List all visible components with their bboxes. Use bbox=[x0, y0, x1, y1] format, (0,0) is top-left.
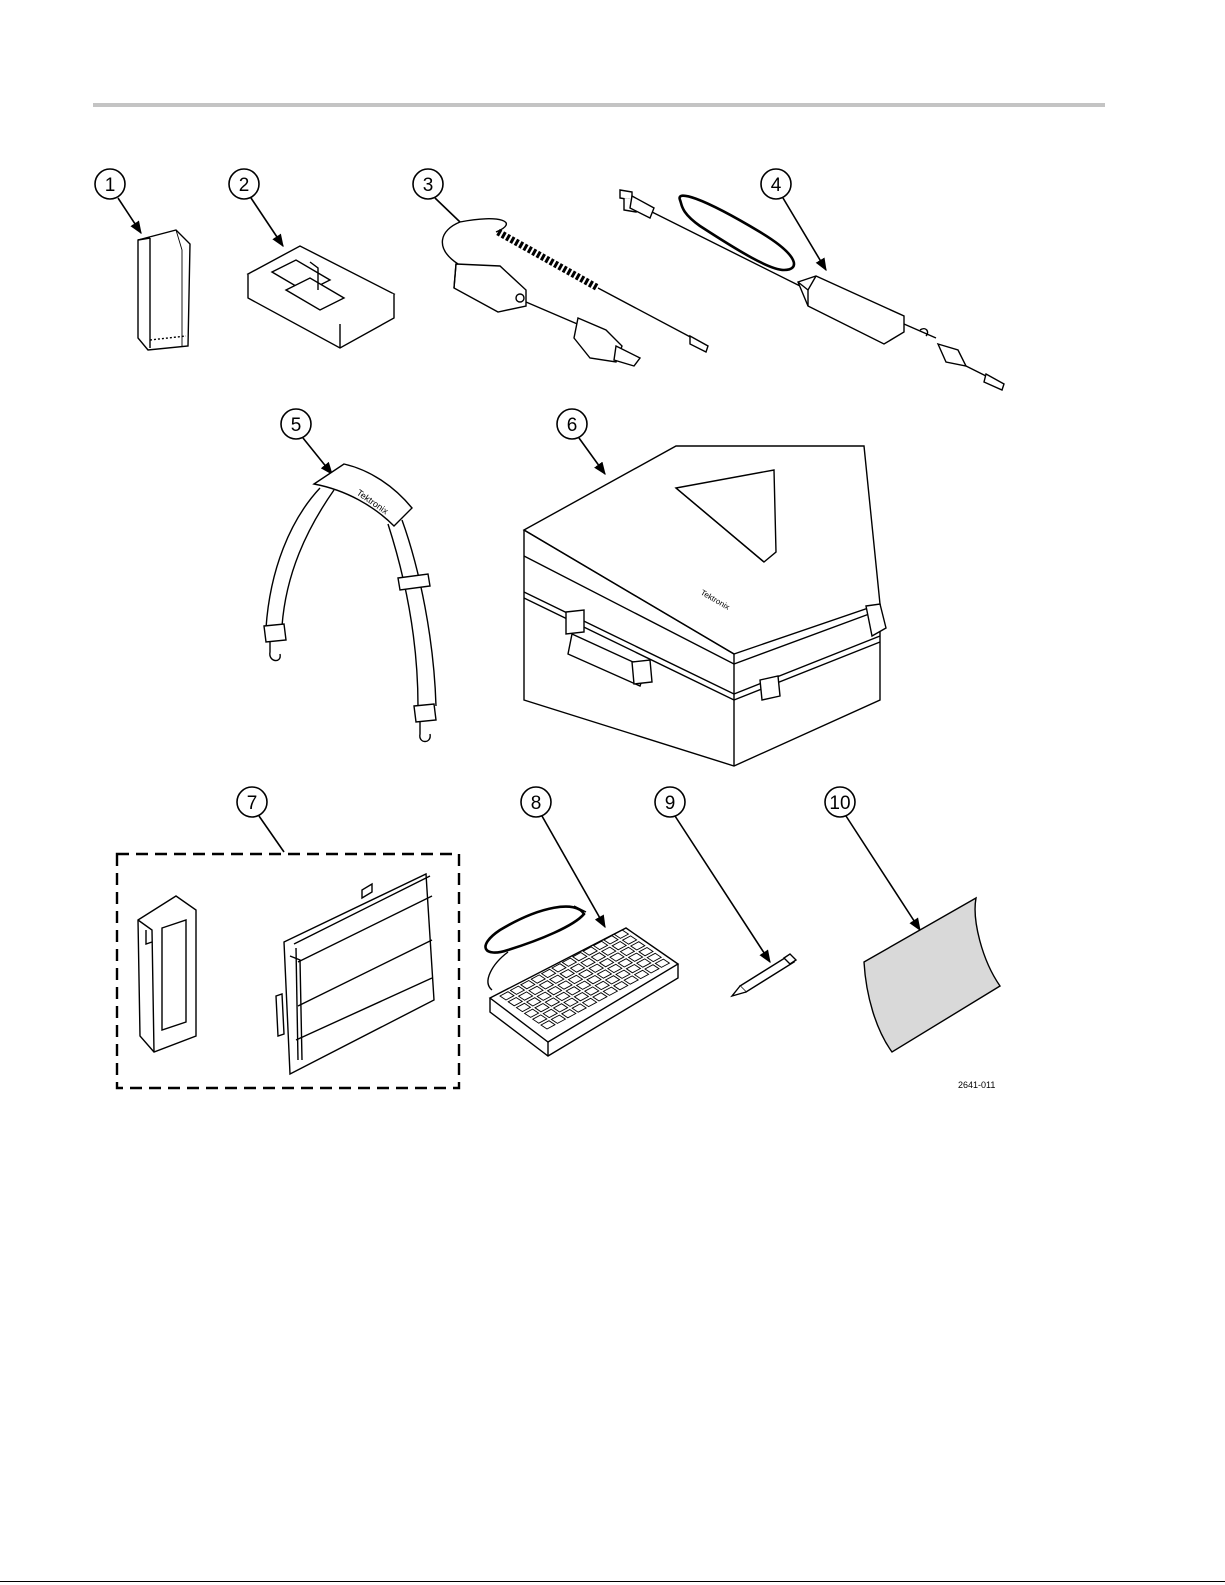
ac-power-adapter bbox=[620, 190, 1004, 390]
keyboard bbox=[486, 906, 678, 1056]
svg-text:8: 8 bbox=[531, 793, 542, 814]
battery-pack bbox=[138, 230, 190, 350]
figure-id: 2641-011 bbox=[958, 1080, 995, 1090]
stylus bbox=[732, 954, 796, 996]
front-panel-cover bbox=[276, 874, 434, 1074]
callout-5: 5 bbox=[281, 409, 332, 474]
svg-text:5: 5 bbox=[291, 415, 302, 436]
accessory-pouch bbox=[138, 896, 196, 1052]
documentation-sheet bbox=[864, 898, 1000, 1052]
svg-text:7: 7 bbox=[247, 793, 258, 814]
svg-text:3: 3 bbox=[423, 175, 434, 196]
svg-text:9: 9 bbox=[665, 793, 676, 814]
svg-text:6: 6 bbox=[567, 415, 578, 436]
callout-4: 4 bbox=[761, 169, 826, 270]
svg-text:4: 4 bbox=[771, 175, 782, 196]
footer-rule bbox=[0, 1581, 1225, 1582]
callout-7: 7 bbox=[237, 787, 284, 852]
transit-case: Tektronix bbox=[524, 446, 886, 766]
svg-text:2: 2 bbox=[239, 175, 250, 196]
car-adapter bbox=[442, 219, 708, 366]
svg-text:1: 1 bbox=[105, 175, 116, 196]
svg-text:10: 10 bbox=[829, 793, 850, 814]
callout-3: 3 bbox=[413, 169, 460, 222]
battery-charger bbox=[248, 246, 394, 348]
callout-1: 1 bbox=[95, 169, 141, 233]
shoulder-strap: Tektronix bbox=[264, 464, 436, 742]
callout-10: 10 bbox=[825, 787, 920, 930]
callout-2: 2 bbox=[229, 169, 283, 246]
callout-9: 9 bbox=[655, 787, 770, 962]
callout-6: 6 bbox=[557, 409, 605, 474]
